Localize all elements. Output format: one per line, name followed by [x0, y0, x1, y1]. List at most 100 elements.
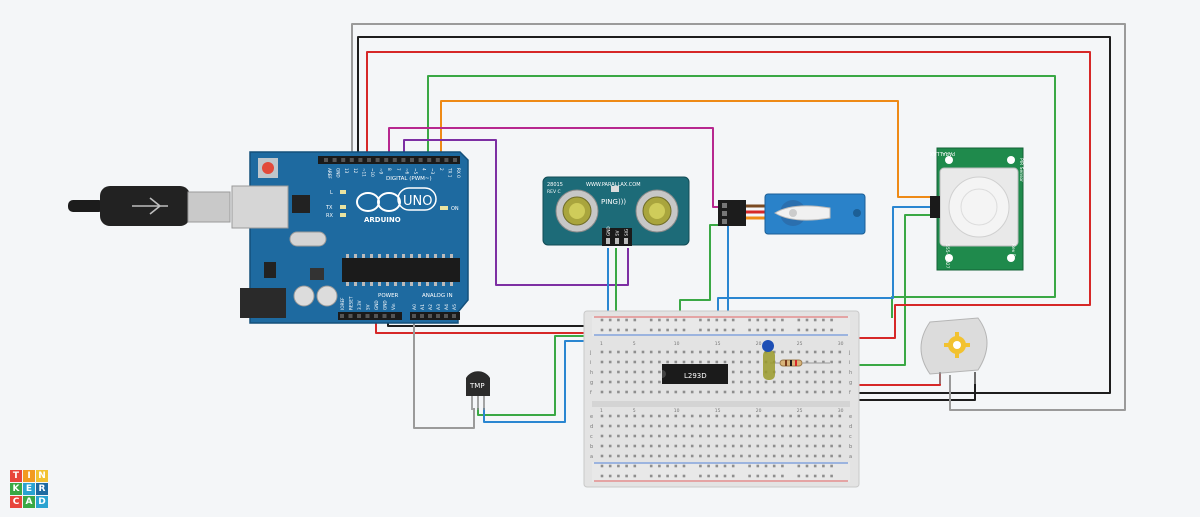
breadboard-hole[interactable] [707, 360, 710, 364]
breadboard-hole[interactable] [805, 444, 809, 448]
breadboard-hole[interactable] [666, 464, 669, 468]
breadboard-hole[interactable] [723, 414, 727, 418]
breadboard-hole[interactable] [641, 434, 645, 438]
breadboard-hole[interactable] [772, 434, 776, 438]
breadboard-hole[interactable] [830, 380, 833, 384]
breadboard-hole[interactable] [707, 390, 710, 394]
breadboard-hole[interactable] [625, 318, 628, 322]
breadboard-hole[interactable] [682, 434, 686, 438]
breadboard-hole[interactable] [600, 464, 604, 468]
breadboard-hole[interactable] [633, 414, 637, 418]
breadboard-hole[interactable] [772, 464, 776, 468]
breadboard-hole[interactable] [641, 370, 645, 374]
breadboard-hole[interactable] [674, 414, 678, 418]
breadboard-hole[interactable] [699, 444, 702, 448]
breadboard-hole[interactable] [748, 328, 751, 332]
breadboard-hole[interactable] [674, 318, 678, 322]
breadboard-hole[interactable] [666, 318, 669, 322]
breadboard-hole[interactable] [813, 370, 817, 374]
breadboard-hole[interactable] [649, 444, 653, 448]
breadboard-hole[interactable] [772, 328, 776, 332]
breadboard-hole[interactable] [658, 318, 661, 322]
breadboard-hole[interactable] [740, 370, 743, 374]
breadboard-hole[interactable] [608, 350, 612, 354]
breadboard-hole[interactable] [731, 464, 735, 468]
breadboard-hole[interactable] [797, 380, 801, 384]
breadboard-hole[interactable] [731, 328, 735, 332]
breadboard-hole[interactable] [666, 444, 669, 448]
breadboard-hole[interactable] [764, 380, 768, 384]
breadboard-hole[interactable] [715, 444, 719, 448]
breadboard-hole[interactable] [608, 414, 612, 418]
breadboard-hole[interactable] [674, 464, 678, 468]
breadboard-hole[interactable] [699, 474, 702, 478]
breadboard-hole[interactable] [830, 454, 833, 458]
breadboard-hole[interactable] [822, 434, 825, 438]
breadboard-hole[interactable] [707, 454, 710, 458]
breadboard-hole[interactable] [625, 474, 628, 478]
breadboard-hole[interactable] [625, 414, 628, 418]
breadboard-hole[interactable] [764, 464, 768, 468]
breadboard-hole[interactable] [600, 474, 604, 478]
breadboard-hole[interactable] [682, 424, 686, 428]
breadboard-hole[interactable] [600, 380, 604, 384]
breadboard-hole[interactable] [797, 464, 801, 468]
breadboard-hole[interactable] [731, 454, 735, 458]
breadboard-hole[interactable] [813, 474, 817, 478]
breadboard-hole[interactable] [690, 454, 694, 458]
breadboard-hole[interactable] [805, 360, 809, 364]
breadboard-hole[interactable] [600, 454, 604, 458]
breadboard-hole[interactable] [789, 414, 792, 418]
breadboard-hole[interactable] [625, 380, 628, 384]
header-pin[interactable] [332, 158, 337, 162]
breadboard-hole[interactable] [617, 350, 620, 354]
breadboard-hole[interactable] [756, 444, 760, 448]
breadboard-hole[interactable] [740, 380, 743, 384]
breadboard-hole[interactable] [641, 444, 645, 448]
breadboard-hole[interactable] [813, 380, 817, 384]
breadboard-hole[interactable] [756, 390, 760, 394]
header-pin[interactable] [428, 314, 432, 318]
breadboard-hole[interactable] [756, 350, 760, 354]
breadboard-hole[interactable] [830, 414, 833, 418]
breadboard-hole[interactable] [797, 434, 801, 438]
breadboard-hole[interactable] [805, 414, 809, 418]
breadboard-hole[interactable] [633, 424, 637, 428]
breadboard-hole[interactable] [764, 318, 768, 322]
breadboard-hole[interactable] [830, 424, 833, 428]
breadboard-hole[interactable] [789, 380, 792, 384]
breadboard-hole[interactable] [641, 350, 645, 354]
breadboard-hole[interactable] [707, 424, 710, 428]
breadboard-hole[interactable] [699, 464, 702, 468]
breadboard-hole[interactable] [608, 370, 612, 374]
breadboard-hole[interactable] [838, 350, 842, 354]
breadboard-hole[interactable] [781, 414, 784, 418]
breadboard-hole[interactable] [715, 414, 719, 418]
breadboard-hole[interactable] [608, 434, 612, 438]
breadboard-hole[interactable] [748, 370, 751, 374]
breadboard-hole[interactable] [723, 350, 727, 354]
header-pin[interactable] [444, 158, 449, 162]
breadboard-hole[interactable] [838, 424, 842, 428]
breadboard-hole[interactable] [682, 318, 686, 322]
breadboard-hole[interactable] [707, 444, 710, 448]
breadboard-hole[interactable] [723, 434, 727, 438]
header-pin[interactable] [340, 314, 344, 318]
breadboard-hole[interactable] [600, 390, 604, 394]
breadboard-hole[interactable] [830, 434, 833, 438]
breadboard-hole[interactable] [723, 360, 727, 364]
breadboard-hole[interactable] [625, 434, 628, 438]
breadboard-hole[interactable] [781, 370, 784, 374]
breadboard-hole[interactable] [772, 454, 776, 458]
breadboard-hole[interactable] [830, 444, 833, 448]
breadboard-hole[interactable] [633, 360, 637, 364]
breadboard-hole[interactable] [625, 454, 628, 458]
breadboard-hole[interactable] [641, 380, 645, 384]
breadboard-hole[interactable] [625, 424, 628, 428]
breadboard-hole[interactable] [674, 444, 678, 448]
breadboard-hole[interactable] [764, 444, 768, 448]
breadboard-hole[interactable] [682, 390, 686, 394]
breadboard-hole[interactable] [658, 360, 661, 364]
breadboard-hole[interactable] [617, 424, 620, 428]
breadboard-hole[interactable] [764, 434, 768, 438]
